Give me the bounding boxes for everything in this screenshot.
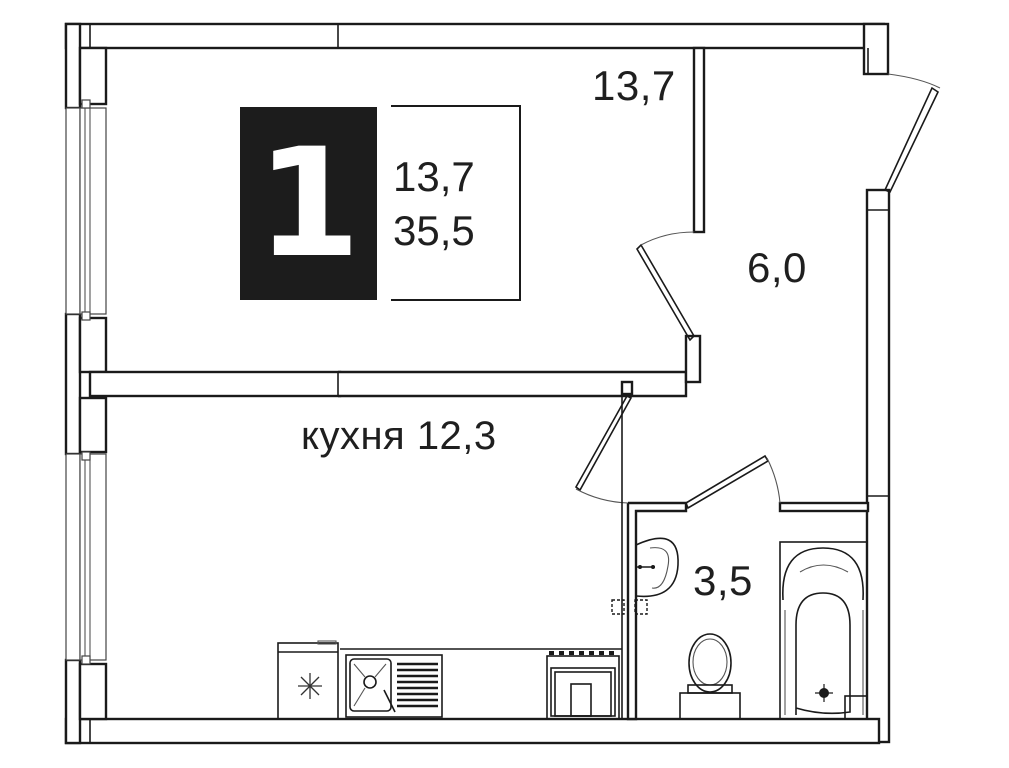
kitchen-counter bbox=[340, 396, 623, 719]
stove-icon bbox=[546, 651, 620, 720]
windows bbox=[65, 99, 107, 665]
interior-walls bbox=[88, 46, 870, 721]
area-summary: 13,7 35,5 bbox=[393, 150, 475, 258]
room-label-hallway: 6,0 bbox=[747, 244, 807, 291]
total-area-value: 35,5 bbox=[393, 207, 475, 254]
vent-icon bbox=[611, 599, 648, 615]
doors bbox=[574, 73, 941, 510]
room-count: 1 bbox=[256, 116, 361, 291]
bathtub-icon bbox=[779, 541, 868, 720]
outer-walls bbox=[64, 22, 891, 745]
room-label-bathroom: 3,5 bbox=[693, 557, 753, 604]
sink-icon bbox=[345, 654, 443, 718]
room-label-bedroom: 13,7 bbox=[592, 62, 676, 109]
toilet-icon bbox=[679, 633, 741, 720]
fridge-icon bbox=[277, 640, 339, 720]
room-count-badge: 1 bbox=[240, 107, 377, 300]
room-label-kitchen: кухня 12,3 bbox=[301, 414, 497, 458]
area-summary-box bbox=[391, 105, 521, 301]
living-area-value: 13,7 bbox=[393, 153, 475, 200]
washbasin-icon bbox=[635, 537, 679, 598]
